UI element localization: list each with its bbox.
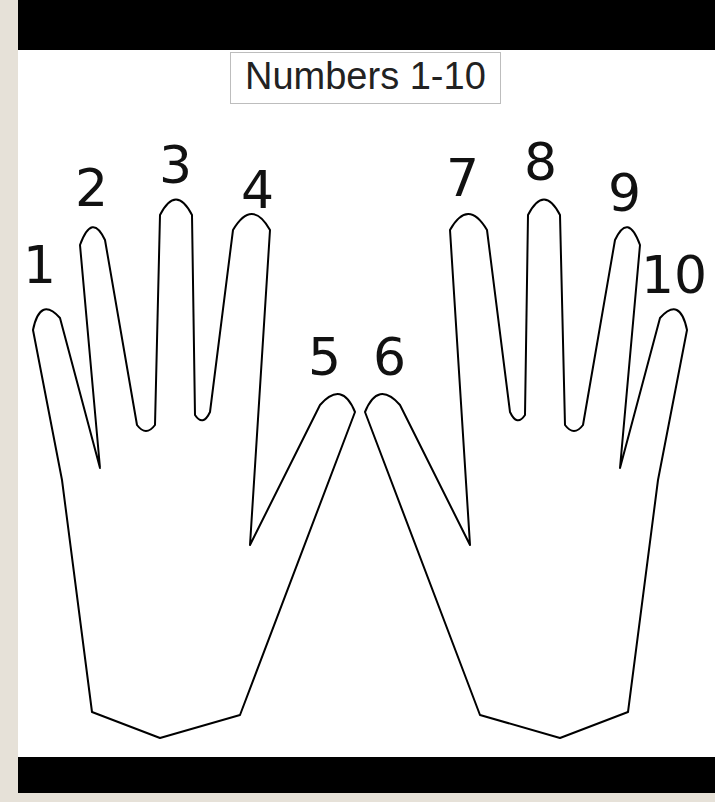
white-panel (18, 50, 715, 757)
top-bar (18, 0, 715, 50)
bottom-bar (18, 757, 715, 793)
diagram-title: Numbers 1-10 (230, 52, 501, 104)
finger-number: 4 (241, 164, 274, 216)
finger-number: 8 (524, 136, 557, 188)
finger-number: 9 (608, 167, 641, 219)
finger-number: 10 (641, 249, 707, 301)
finger-number: 2 (75, 162, 108, 214)
finger-number: 7 (446, 152, 479, 204)
finger-number: 1 (23, 239, 56, 291)
finger-number: 3 (159, 139, 192, 191)
finger-number: 5 (308, 331, 341, 383)
finger-number: 6 (373, 331, 406, 383)
hand-outlines (33, 200, 687, 739)
left-hand (33, 200, 355, 739)
right-hand (365, 200, 687, 739)
